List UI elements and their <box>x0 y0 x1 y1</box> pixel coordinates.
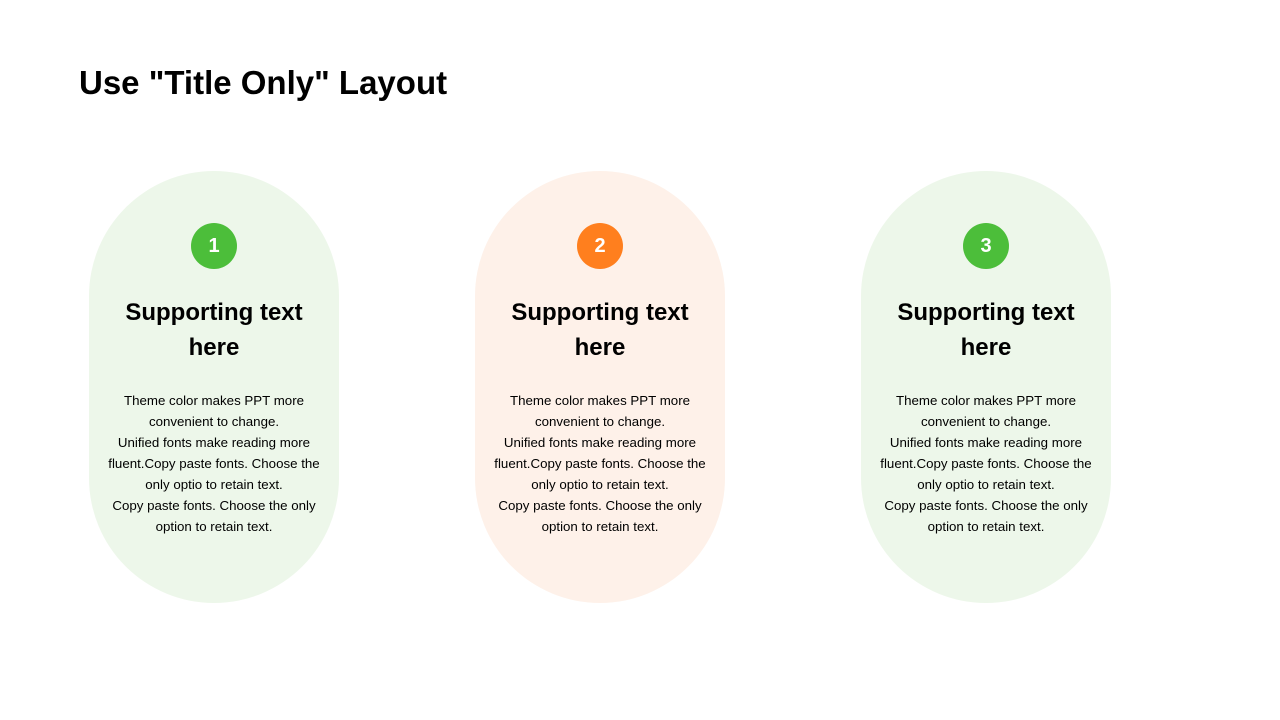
body-line: Theme color makes PPT more <box>509 393 691 408</box>
body-line: fluent.Copy paste fonts. Choose the <box>880 456 1092 471</box>
number-badge: 1 <box>191 223 237 269</box>
body-line: Copy paste fonts. Choose the only <box>112 498 316 513</box>
card-1: 1 Supporting text here Theme color makes… <box>89 171 339 603</box>
card-heading: Supporting text here <box>861 295 1111 365</box>
card-heading-line: here <box>188 334 240 361</box>
body-line: Theme color makes PPT more <box>895 393 1077 408</box>
card-heading: Supporting text here <box>89 295 339 365</box>
card-heading-line: Supporting text <box>897 299 1075 326</box>
card-3: 3 Supporting text here Theme color makes… <box>861 171 1111 603</box>
card-body-text: Theme color makes PPT more convenient to… <box>493 390 707 537</box>
body-line: only optio to retain text. <box>531 477 669 492</box>
card-heading: Supporting text here <box>475 295 725 365</box>
body-line: option to retain text. <box>927 519 1045 534</box>
body-line: convenient to change. <box>534 414 666 429</box>
body-line: Copy paste fonts. Choose the only <box>884 498 1088 513</box>
body-line: Theme color makes PPT more <box>123 393 305 408</box>
body-line: Unified fonts make reading more <box>117 435 311 450</box>
card-heading-line: here <box>960 334 1012 361</box>
body-line: Unified fonts make reading more <box>503 435 697 450</box>
body-line: option to retain text. <box>541 519 659 534</box>
body-line: option to retain text. <box>155 519 273 534</box>
card-heading-line: Supporting text <box>511 299 689 326</box>
card-2: 2 Supporting text here Theme color makes… <box>475 171 725 603</box>
body-line: Copy paste fonts. Choose the only <box>498 498 702 513</box>
body-line: only optio to retain text. <box>917 477 1055 492</box>
body-line: fluent.Copy paste fonts. Choose the <box>108 456 320 471</box>
body-line: convenient to change. <box>920 414 1052 429</box>
card-body-text: Theme color makes PPT more convenient to… <box>879 390 1093 537</box>
card-heading-line: here <box>574 334 626 361</box>
body-line: fluent.Copy paste fonts. Choose the <box>494 456 706 471</box>
body-line: convenient to change. <box>148 414 280 429</box>
card-body-text: Theme color makes PPT more convenient to… <box>107 390 321 537</box>
number-badge: 2 <box>577 223 623 269</box>
number-badge: 3 <box>963 223 1009 269</box>
card-heading-line: Supporting text <box>125 299 303 326</box>
body-line: Unified fonts make reading more <box>889 435 1083 450</box>
body-line: only optio to retain text. <box>145 477 283 492</box>
slide-title: Use "Title Only" Layout <box>79 64 448 101</box>
